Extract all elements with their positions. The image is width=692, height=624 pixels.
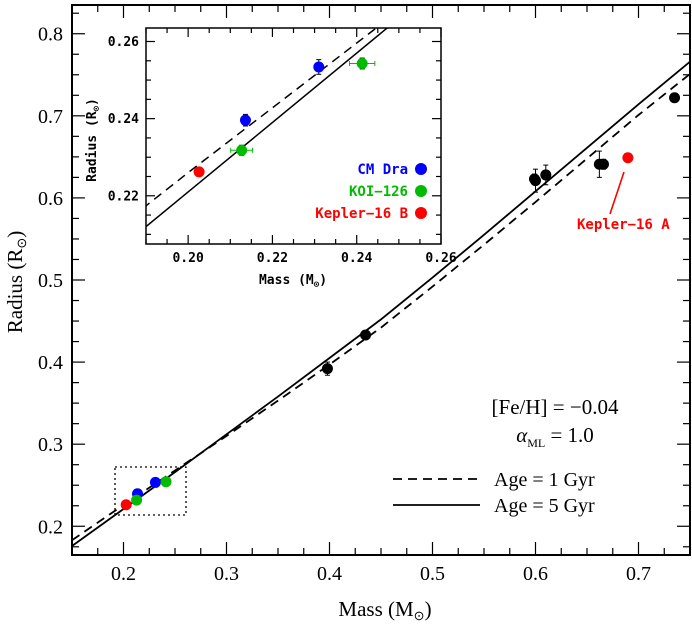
inset-legend-marker-koi126 <box>415 185 427 197</box>
main-y-tick-label: 0.5 <box>38 270 63 292</box>
inset-data-point <box>349 57 376 70</box>
main-y-tick-label: 0.8 <box>38 24 63 46</box>
kepler16a-label: Kepler−16 A <box>577 217 670 233</box>
main-x-tick-label: 0.3 <box>214 563 239 585</box>
inset-y-tick-label: 0.26 <box>108 35 139 50</box>
inset-points <box>193 57 376 178</box>
inset-x-tick-label: 0.24 <box>341 251 372 266</box>
legend-label-5gyr: Age = 5 Gyr <box>494 495 595 517</box>
main-data-point <box>669 92 681 104</box>
inset-marker <box>239 114 251 126</box>
main-data-point <box>120 499 132 511</box>
inset-plot: 0.20 0.22 0.24 0.26 0.22 0.24 0.26 Mass (M⊙) R… <box>85 27 457 290</box>
main-marker <box>622 152 634 164</box>
inset-ticks <box>145 28 442 244</box>
main-data-point <box>540 164 552 186</box>
zoom-region-box <box>114 466 187 516</box>
inset-y-tick-label: 0.22 <box>108 189 139 204</box>
main-data-point <box>597 158 609 170</box>
inset-data-point <box>230 144 254 156</box>
inset-legend-label-koi126: KOI−126 <box>349 184 408 200</box>
inset-y-tick-label: 0.24 <box>108 112 139 127</box>
alpha-annotation: αML = 1.0 <box>516 423 594 450</box>
inset-tick-labels: 0.20 0.22 0.24 0.26 0.22 0.24 0.26 <box>108 35 457 266</box>
inset-legend: CM Dra KOI−126 Kepler−16 B <box>315 162 427 222</box>
main-legend: Age = 1 Gyr Age = 5 Gyr <box>393 469 595 517</box>
main-marker <box>530 175 541 187</box>
main-x-tick-label: 0.6 <box>523 563 548 585</box>
main-y-tick-label: 0.2 <box>38 516 63 538</box>
main-data-point <box>321 361 333 376</box>
main-data-point <box>622 152 634 164</box>
inset-y-axis-label: Radius (R⊙) <box>85 98 102 182</box>
main-points <box>120 92 681 511</box>
main-curve-age-5gyr <box>71 60 691 547</box>
inset-marker <box>356 57 368 69</box>
main-y-axis-label: Radius (R⊙) <box>3 231 29 334</box>
inset-data-point <box>313 59 325 75</box>
inset-legend-marker-kepler16b <box>415 207 427 219</box>
feh-annotation: [Fe/H] = −0.04 <box>492 395 619 419</box>
inset-x-tick-label: 0.22 <box>257 251 288 266</box>
inset-data-point <box>193 166 205 178</box>
legend-label-1gyr: Age = 1 Gyr <box>494 469 595 491</box>
inset-marker <box>313 61 325 73</box>
main-marker <box>669 92 681 104</box>
main-marker <box>597 158 609 170</box>
main-y-tick-label: 0.6 <box>38 188 63 210</box>
main-x-tick-label: 0.4 <box>317 563 342 585</box>
main-marker <box>131 494 143 506</box>
main-marker <box>360 329 372 341</box>
inset-legend-label-cmdra: CM Dra <box>357 162 408 178</box>
main-x-tick-label: 0.2 <box>111 563 136 585</box>
main-curve-age-1gyr <box>71 73 691 541</box>
main-tick-labels: 0.2 0.3 0.4 0.5 0.6 0.7 0.2 0.3 0.4 0.5 0.6 0.7 0.8 <box>38 24 651 585</box>
main-data-point <box>149 476 161 488</box>
main-marker <box>149 476 161 488</box>
inset-x-axis-label: Mass (M⊙) <box>259 273 327 290</box>
main-data-point <box>530 168 541 193</box>
inset-legend-marker-cmdra <box>415 163 427 175</box>
main-x-tick-label: 0.5 <box>420 563 445 585</box>
main-x-tick-label: 0.7 <box>626 563 651 585</box>
main-marker <box>540 169 552 181</box>
main-marker <box>321 363 333 375</box>
main-marker <box>160 476 172 488</box>
inset-legend-label-kepler16b: Kepler−16 B <box>315 206 408 222</box>
main-ticks <box>71 5 691 555</box>
main-y-tick-label: 0.4 <box>38 352 63 374</box>
main-y-tick-label: 0.7 <box>38 106 63 128</box>
kepler16a-pointer <box>609 171 625 215</box>
inset-marker <box>236 144 248 156</box>
inset-x-tick-label: 0.26 <box>425 251 456 266</box>
main-data-point <box>160 476 172 488</box>
inset-x-tick-label: 0.20 <box>172 251 203 266</box>
inset-data-point <box>239 113 251 127</box>
main-marker <box>120 499 132 511</box>
inset-background <box>146 28 441 244</box>
main-y-tick-label: 0.3 <box>38 434 63 456</box>
main-data-point <box>131 494 143 506</box>
main-curves <box>71 60 691 547</box>
main-x-axis-label: Mass (M⊙) <box>338 597 431 623</box>
inset-marker <box>193 166 205 178</box>
main-data-point <box>360 329 372 341</box>
